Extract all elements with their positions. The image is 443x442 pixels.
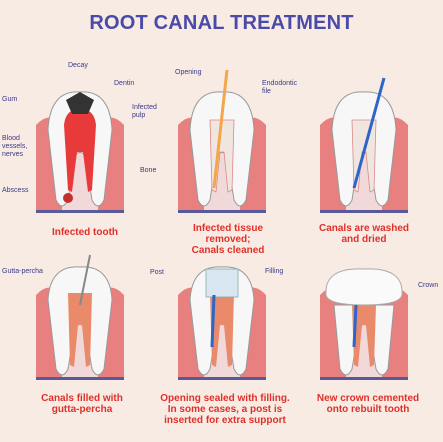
caption-infected-tooth: Infected tooth [51,227,119,238]
label-dentin: Dentin [114,80,135,87]
label-bone: Bone [140,167,157,174]
infected-pulp [64,109,96,192]
baseline [36,210,124,213]
panel-washed [320,77,408,213]
panel-canals-cleaned [178,69,266,213]
label-decay: Decay [68,62,88,69]
panel-infected-tooth [36,91,124,213]
label-crown: Crown [418,282,439,289]
abscess [63,193,73,203]
page-title: ROOT CANAL TREATMENT [89,12,354,34]
label-gum: Gum [2,96,18,103]
post [210,294,216,348]
decay [66,92,94,114]
filling [205,268,239,298]
crown [325,268,403,306]
caption-filling: Opening sealed with filling.In some case… [160,393,290,426]
panel-crown [320,268,408,380]
panel-filling [178,266,266,380]
panel-gutta [36,254,124,380]
gutta-percha-fill [68,293,92,367]
irrigation-needle [352,77,386,189]
endodontic-file [212,69,229,189]
label-gutta-percha: Gutta-percha [2,268,43,275]
label-opening: Opening [175,69,202,76]
label-post: Post [150,269,165,276]
label-abscess: Abscess [2,187,29,194]
label-filling: Filling [265,268,284,275]
